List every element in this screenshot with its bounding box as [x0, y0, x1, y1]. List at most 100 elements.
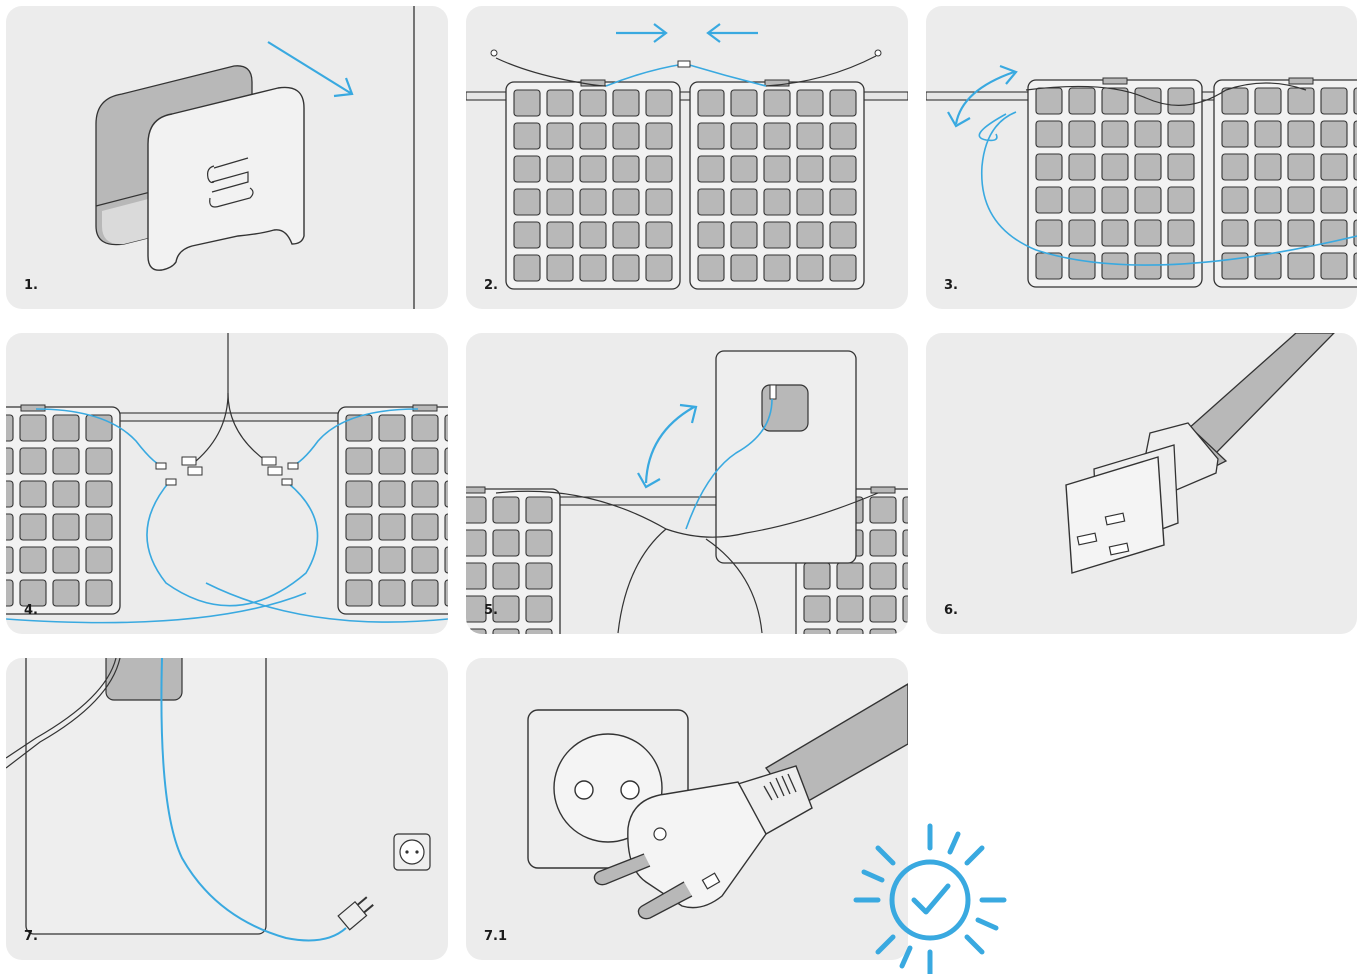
solar-cell [730, 122, 758, 150]
solar-cell [1068, 87, 1096, 115]
solar-cell [829, 221, 857, 249]
solar-cell [829, 155, 857, 183]
y-connector-illustration [6, 333, 448, 624]
junction-box [1102, 77, 1128, 85]
solar-cell [645, 188, 673, 216]
solar-cell [466, 628, 487, 634]
solar-cell [796, 221, 824, 249]
solar-cell [1320, 120, 1348, 148]
solar-cell [1353, 219, 1357, 247]
solar-cell [697, 155, 725, 183]
solar-cell [52, 579, 80, 607]
step-number: 2. [484, 278, 498, 293]
solar-cell [345, 579, 373, 607]
solar-cell [378, 546, 406, 574]
solar-cell [1287, 252, 1315, 280]
plug-icon [337, 896, 374, 931]
solar-cell [1353, 120, 1357, 148]
solar-cell [1101, 120, 1129, 148]
solar-cell [1101, 186, 1129, 214]
solar-cell [645, 155, 673, 183]
solar-cell [52, 414, 80, 442]
solar-cell [378, 579, 406, 607]
connect-panels-illustration [466, 23, 908, 290]
solar-cell [869, 595, 897, 623]
solar-cell [444, 480, 448, 508]
curved-double-arrow-icon [637, 403, 698, 489]
junction-box [20, 404, 46, 412]
solar-cell [85, 480, 113, 508]
solar-cell [1167, 87, 1195, 115]
step-number: 7. [24, 929, 38, 944]
solar-cell [796, 254, 824, 282]
solar-cell [902, 595, 908, 623]
solar-cell [444, 546, 448, 574]
solar-cell [525, 562, 553, 590]
step-number: 3. [944, 278, 958, 293]
solar-cell [513, 188, 541, 216]
solar-cell [19, 480, 47, 508]
solar-cell [902, 628, 908, 634]
solar-cell [411, 579, 439, 607]
solar-cell [492, 529, 520, 557]
solar-cell [697, 221, 725, 249]
bracket-front-icon [147, 86, 305, 271]
solar-cell [1101, 252, 1129, 280]
solar-cell [763, 122, 791, 150]
solar-cell [1167, 120, 1195, 148]
solar-cell [836, 562, 864, 590]
solar-cell [1134, 219, 1162, 247]
solar-cell [411, 414, 439, 442]
solar-cell [612, 122, 640, 150]
junction-box [1288, 77, 1314, 85]
solar-cell [697, 122, 725, 150]
solar-cell [1353, 153, 1357, 181]
solar-cell [513, 122, 541, 150]
step-7-panel: 7. [6, 658, 448, 960]
solar-cell [85, 513, 113, 541]
solar-cell [52, 546, 80, 574]
solar-cell [645, 254, 673, 282]
solar-cell [1353, 252, 1357, 280]
solar-cell [6, 447, 14, 475]
solar-cell [803, 562, 831, 590]
plug-into-socket-illustration [527, 683, 908, 920]
solar-cell [1134, 120, 1162, 148]
solar-cell [730, 155, 758, 183]
solar-cell [513, 221, 541, 249]
solar-cell [1134, 87, 1162, 115]
solar-cell [492, 496, 520, 524]
solar-cell [1320, 153, 1348, 181]
solar-cell [763, 89, 791, 117]
solar-cell [730, 188, 758, 216]
solar-cell [1254, 252, 1282, 280]
solar-cell [829, 89, 857, 117]
solar-cell [1254, 219, 1282, 247]
socket-icon [393, 833, 431, 871]
solar-cell [1035, 219, 1063, 247]
solar-cell [763, 221, 791, 249]
solar-cell [612, 188, 640, 216]
solar-cell [1167, 252, 1195, 280]
solar-cell [1320, 219, 1348, 247]
solar-cell [730, 221, 758, 249]
solar-cell [6, 513, 14, 541]
solar-cell [1287, 219, 1315, 247]
iec-plug-illustration [1065, 333, 1335, 574]
solar-cell [869, 529, 897, 557]
solar-cell [444, 513, 448, 541]
solar-cell [1221, 186, 1249, 214]
solar-cell [796, 122, 824, 150]
solar-cell [1287, 153, 1315, 181]
solar-cell [796, 89, 824, 117]
solar-cell [513, 254, 541, 282]
solar-cell [869, 628, 897, 634]
solar-cell [612, 254, 640, 282]
solar-cell [612, 155, 640, 183]
solar-cell [1035, 87, 1063, 115]
solar-cell [513, 89, 541, 117]
solar-cell [1287, 186, 1315, 214]
solar-cell [869, 496, 897, 524]
solar-cell [1068, 252, 1096, 280]
solar-cell [697, 254, 725, 282]
